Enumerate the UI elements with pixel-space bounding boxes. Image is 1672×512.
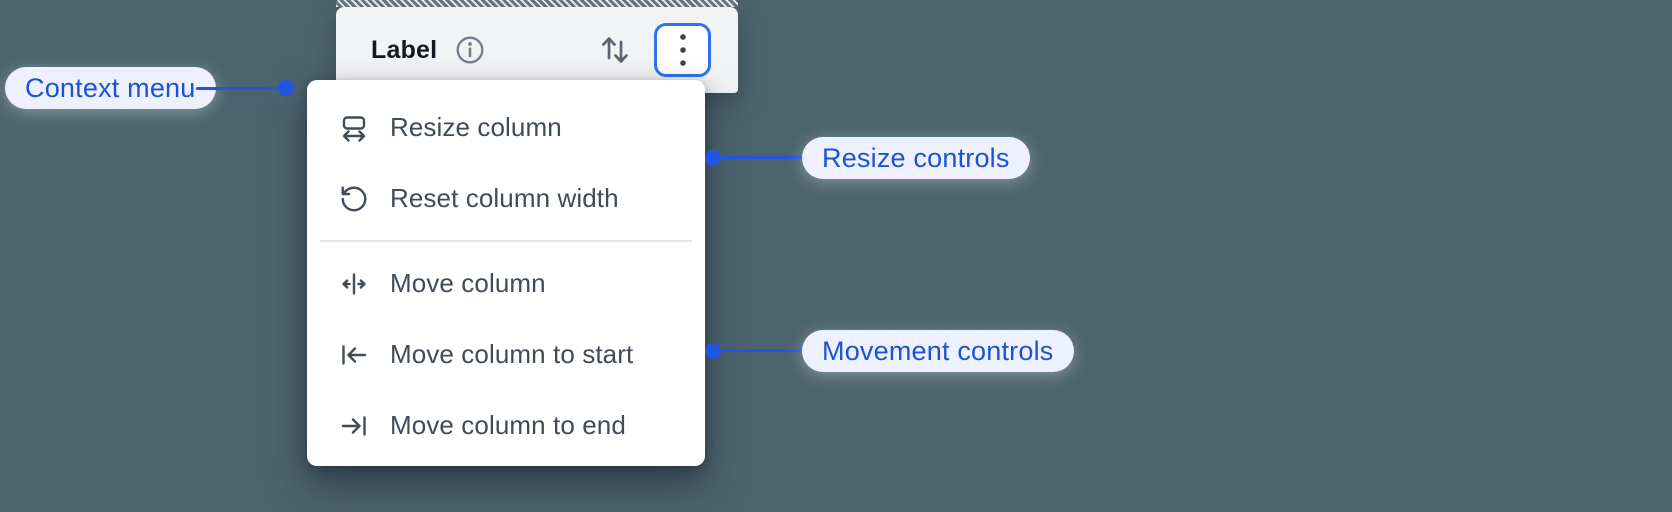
callout-dot-context-menu (278, 80, 294, 96)
column-context-menu: Resize column Reset column width Move co… (307, 80, 705, 466)
menu-item-label: Move column (390, 268, 546, 298)
callout-line-resize-controls (712, 156, 804, 159)
column-header-label: Label (371, 35, 438, 64)
move-column-to-start-icon (339, 340, 369, 370)
menu-item-label: Move column to start (390, 339, 634, 369)
menu-item-move-column-to-end[interactable]: Move column to end (307, 390, 705, 461)
table-column-header: Label (336, 7, 738, 93)
menu-divider (320, 240, 692, 242)
vertical-ellipsis-icon (678, 31, 688, 69)
info-icon[interactable] (453, 33, 487, 67)
reset-column-width-icon (339, 184, 369, 214)
move-column-to-end-icon (339, 411, 369, 441)
sort-arrows-icon[interactable] (598, 32, 632, 68)
callout-dot-movement-controls (705, 343, 721, 359)
menu-item-move-column[interactable]: Move column (307, 248, 705, 319)
menu-item-reset-column-width[interactable]: Reset column width (307, 163, 705, 234)
callout-dot-resize-controls (705, 150, 721, 166)
annotation-resize-controls: Resize controls (802, 137, 1030, 179)
move-column-icon (339, 269, 369, 299)
more-options-button[interactable] (654, 23, 711, 77)
callout-line-movement-controls (712, 349, 804, 352)
annotation-movement-controls: Movement controls (802, 330, 1074, 372)
annotation-context-menu: Context menu (5, 67, 216, 109)
callout-line-context-menu (196, 87, 282, 90)
menu-item-label: Move column to end (390, 410, 626, 440)
menu-item-label: Resize column (390, 112, 562, 142)
menu-item-move-column-to-start[interactable]: Move column to start (307, 319, 705, 390)
menu-item-resize-column[interactable]: Resize column (307, 92, 705, 163)
resize-column-icon (339, 113, 369, 143)
cropped-table-indicator (336, 0, 738, 7)
menu-item-label: Reset column width (390, 183, 619, 213)
